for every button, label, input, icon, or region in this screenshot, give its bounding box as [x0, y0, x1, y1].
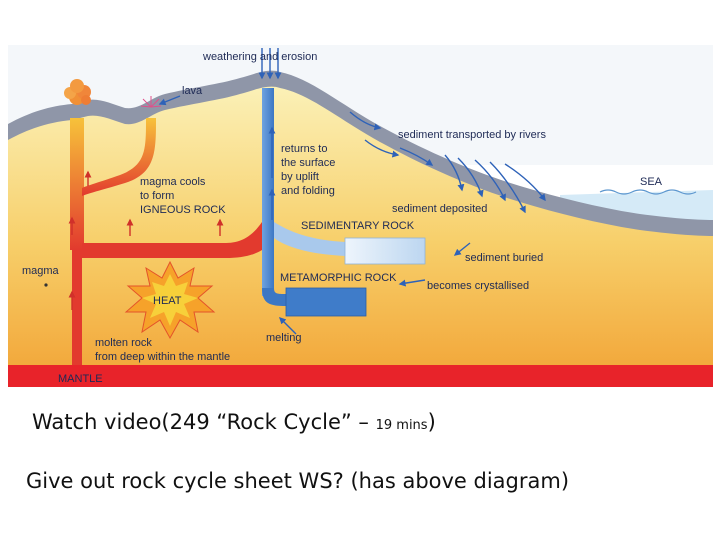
- sedimentary-rock-block: [344, 237, 426, 265]
- uplift-channel: [262, 88, 274, 296]
- lava-spark-icon: [140, 96, 162, 108]
- label-metamorphic-rock: METAMORPHIC ROCK: [280, 272, 397, 284]
- mantle-layer: [8, 365, 713, 387]
- label-melting: melting: [266, 332, 301, 344]
- label-returns-1: returns to: [281, 143, 327, 155]
- lava-vent: [82, 118, 156, 196]
- label-sedimentary-rock: SEDIMENTARY ROCK: [301, 220, 415, 232]
- worksheet-caption: Give out rock cycle sheet WS? (has above…: [26, 469, 570, 493]
- label-molten-1: molten rock: [95, 337, 152, 349]
- label-molten-2: from deep within the mantle: [95, 351, 230, 363]
- metamorphic-rock-block: [285, 287, 367, 317]
- label-igneous-rock: IGNEOUS ROCK: [140, 204, 226, 216]
- rock-cycle-diagram: weathering and erosion lava sediment tra…: [8, 45, 713, 387]
- label-sea: SEA: [640, 176, 663, 188]
- surface-crust-band: [8, 70, 713, 236]
- arrows: [68, 48, 546, 335]
- video-caption-close: ): [427, 410, 436, 434]
- video-caption: Watch video(249 “Rock Cycle” – 19 mins): [32, 410, 436, 434]
- label-returns-4: and folding: [281, 185, 335, 197]
- eruption-cloud: [64, 79, 91, 105]
- label-returns-3: by uplift: [281, 171, 319, 183]
- label-heat: HEAT: [153, 295, 182, 307]
- label-returns-2: the surface: [281, 157, 335, 169]
- label-weathering: weathering and erosion: [202, 51, 317, 63]
- label-magma-cools-1: magma cools: [140, 176, 206, 188]
- label-sediment-transported: sediment transported by rivers: [398, 129, 546, 141]
- label-sediment-buried: sediment buried: [465, 252, 543, 264]
- video-duration: 19 mins: [375, 418, 428, 433]
- label-magma: magma: [22, 265, 60, 277]
- video-caption-main: Watch video(249 “Rock Cycle” –: [32, 410, 376, 434]
- label-sediment-deposited: sediment deposited: [392, 203, 487, 215]
- magma-channel: [82, 222, 262, 258]
- label-mantle: MANTLE: [58, 373, 103, 385]
- label-lava: lava: [182, 85, 203, 97]
- label-becomes-crystallised: becomes crystallised: [427, 280, 529, 292]
- label-magma-cools-2: to form: [140, 190, 174, 202]
